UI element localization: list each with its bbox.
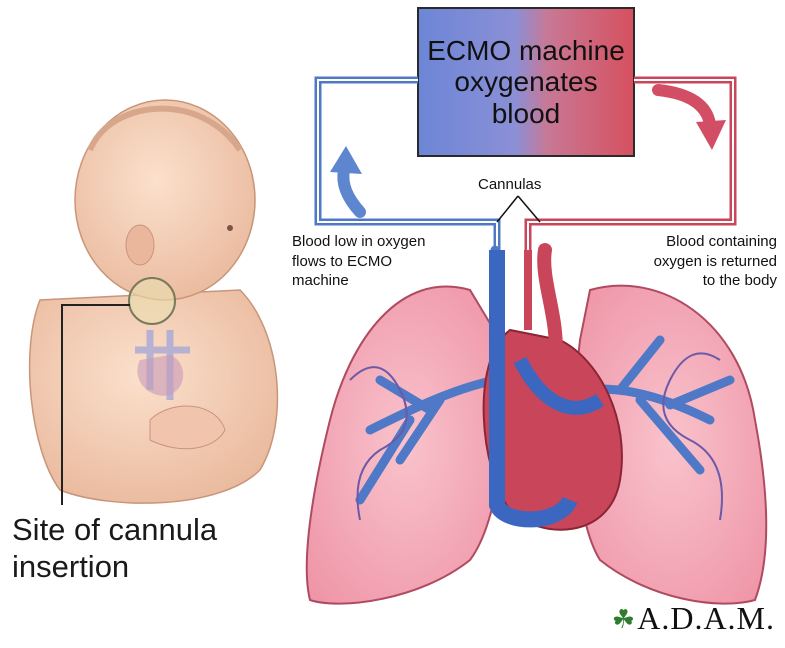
cannulas-label: Cannulas xyxy=(478,176,541,193)
curved-down-arrow-icon xyxy=(658,90,726,150)
brand-logo: A.D.A.M. xyxy=(637,600,775,637)
baby-illustration xyxy=(30,100,278,505)
cannula-site-marker xyxy=(129,278,175,324)
curved-up-arrow-icon xyxy=(330,146,362,212)
cannula-site-label: Site of cannula insertion xyxy=(12,512,217,585)
ecmo-machine-title: ECMO machine oxygenates blood xyxy=(418,8,634,156)
leaf-icon: ☘ xyxy=(612,604,635,635)
oxygenated-note: Blood containing oxygen is returned to t… xyxy=(654,232,777,291)
deoxygenated-note: Blood low in oxygen flows to ECMO machin… xyxy=(292,232,425,291)
cannula-pointer xyxy=(497,196,540,222)
lungs-illustration xyxy=(307,250,766,604)
